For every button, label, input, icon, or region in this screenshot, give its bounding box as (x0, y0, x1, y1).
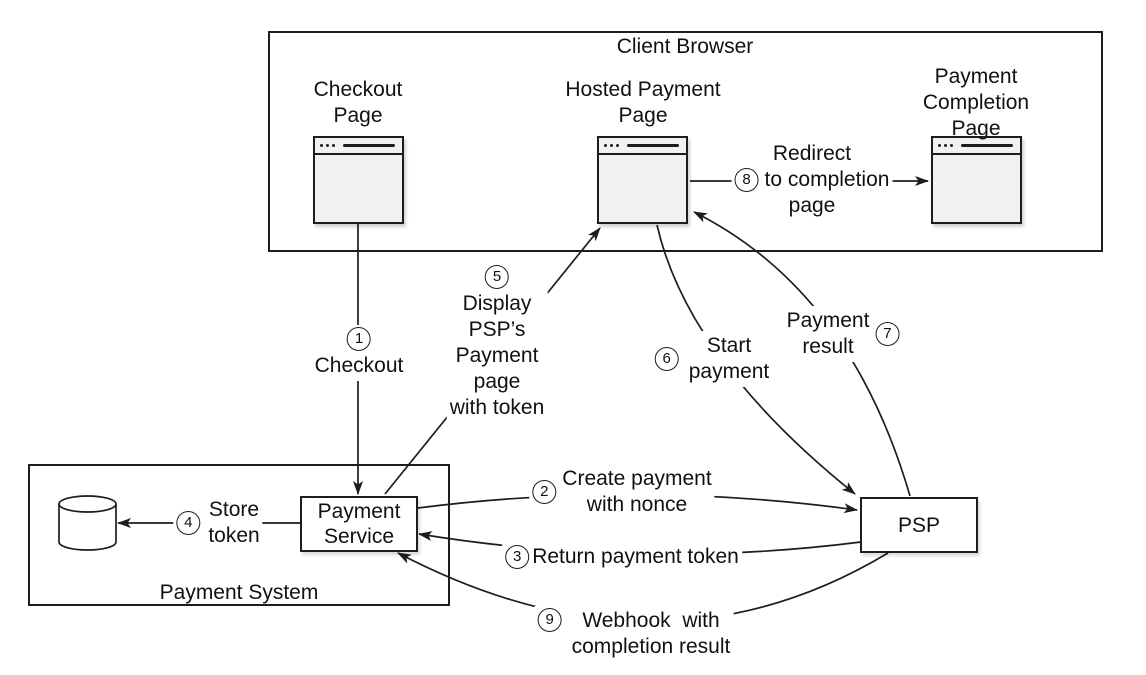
flow-8-text-line1: Redirect (772, 142, 852, 165)
payment-system-group-title: Payment System (159, 581, 319, 604)
database-icon (58, 495, 117, 551)
psp-box: PSP (860, 497, 978, 553)
window-titlebar (599, 138, 686, 155)
window-dot (332, 144, 335, 147)
flow-7-label: Payment result 7 (783, 306, 903, 362)
hosted-payment-page-window (597, 136, 688, 224)
window-dot (944, 144, 947, 147)
flow-2-text: Create payment with nonce (562, 467, 712, 516)
flow-9-label: 9 Webhook with completion result (534, 606, 734, 662)
flow-2-number: 2 (532, 480, 557, 504)
flow-3-text: Return payment token (532, 545, 739, 568)
window-dot (320, 144, 323, 147)
flow-1-label: 1 Checkout (311, 325, 407, 381)
flow-4-text: Store token (208, 498, 260, 547)
window-dot (950, 144, 953, 147)
checkout-page-window (313, 136, 404, 224)
checkout-page-label: Checkout Page (313, 78, 403, 127)
window-dot (604, 144, 607, 147)
client-browser-group-box (268, 31, 1103, 252)
window-dot (326, 144, 329, 147)
flow-9-number: 9 (537, 608, 562, 632)
window-dot (938, 144, 941, 147)
flow-8-text-line2: to completion (764, 168, 890, 191)
payment-system-group-box (28, 464, 450, 606)
flow-7-number: 7 (875, 322, 900, 346)
flow-3-number: 3 (505, 545, 530, 569)
flow-5-text: Display PSP’s Payment page with token (449, 292, 545, 419)
flow-6-label: 6 Start payment (651, 331, 773, 387)
flow-4-label: 4 Store token (173, 495, 263, 551)
flow-1-number: 1 (347, 327, 371, 351)
flow-8-number: 8 (734, 168, 759, 192)
flow-6-text: Start payment (688, 334, 770, 383)
flow-1-text: Checkout (314, 354, 404, 377)
hosted-payment-page-label: Hosted Payment Page (565, 78, 721, 127)
flow-2-label: 2 Create payment with nonce (529, 464, 715, 520)
client-browser-group-title: Client Browser (616, 35, 754, 58)
address-bar-line (627, 144, 679, 147)
flow-5-number: 5 (485, 265, 509, 289)
address-bar-line (961, 144, 1013, 147)
payment-service-box: Payment Service (300, 496, 418, 552)
flow-5-label: 5 Display PSP’s Payment page with token (446, 263, 548, 423)
flow-8-text-line3: page (788, 194, 836, 217)
window-titlebar (933, 138, 1020, 155)
flow-7-text: Payment result (786, 309, 870, 358)
window-titlebar (315, 138, 402, 155)
flow-8-middle-line: 8 to completion (734, 167, 890, 193)
flow-3-label: 3 Return payment token (502, 542, 742, 572)
flow-8-label: Redirect 8 to completion page (731, 139, 893, 221)
flow-9-text: Webhook with completion result (571, 609, 731, 658)
flow-4-number: 4 (176, 511, 201, 535)
payment-completion-page-label: Payment Completion Page (922, 65, 1030, 140)
window-dot (616, 144, 619, 147)
window-dot (610, 144, 613, 147)
payment-completion-page-window (931, 136, 1022, 224)
flow-6-number: 6 (654, 347, 679, 371)
address-bar-line (343, 144, 395, 147)
